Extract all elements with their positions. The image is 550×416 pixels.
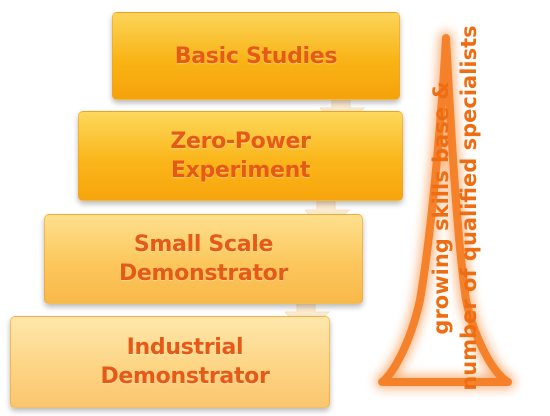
step-zero-power-experiment: Zero-Power Experiment xyxy=(78,111,403,201)
step-small-scale-demonstrator: Small Scale Demonstrator xyxy=(44,214,363,304)
step-basic-studies: Basic Studies xyxy=(112,12,400,100)
step-label-line1: Basic Studies xyxy=(174,43,338,69)
step-industrial-demonstrator: Industrial Demonstrator xyxy=(10,316,330,408)
step-label-line1: Small Scale xyxy=(133,232,274,257)
step-label-line1: Zero-Power xyxy=(170,129,311,154)
step-label-line2: Experiment xyxy=(170,158,311,183)
step-label: Basic Studies xyxy=(174,42,338,71)
step-label: Industrial Demonstrator xyxy=(70,333,269,391)
step-label-line1: Industrial xyxy=(126,335,244,360)
side-label-line1: growing skills base & xyxy=(429,81,453,335)
step-label: Zero-Power Experiment xyxy=(170,127,311,185)
step-label-line2: Demonstrator xyxy=(118,261,289,286)
step-label-line2: Demonstrator xyxy=(100,364,270,389)
side-label-line2: number of qualified specialists xyxy=(457,25,481,391)
step-label: Small Scale Demonstrator xyxy=(119,230,288,288)
side-label: growing skills base & number of qualifie… xyxy=(427,18,497,398)
